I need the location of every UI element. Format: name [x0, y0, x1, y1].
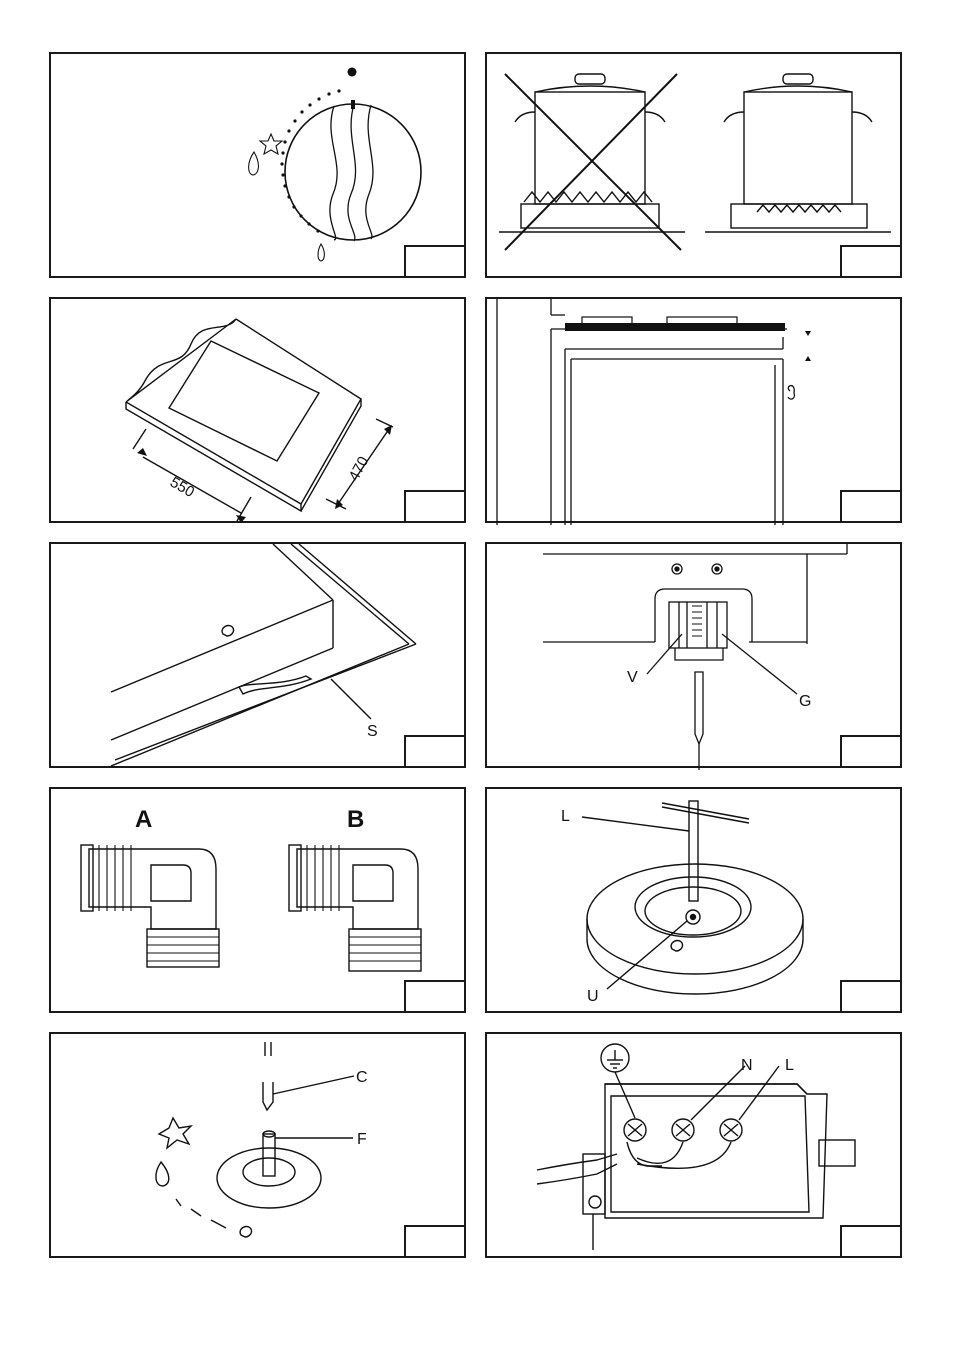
figure-number-box — [840, 735, 902, 768]
seal-label: S — [367, 723, 378, 740]
panel-cutout-dimensions: 550 470 — [49, 297, 466, 523]
shaft-label: F — [357, 1131, 367, 1148]
panel-terminal-wiring: N L — [485, 1032, 902, 1258]
figure-number-box — [404, 245, 466, 278]
screwdriver-label: C — [356, 1069, 368, 1086]
fitting-b-label: B — [347, 806, 364, 833]
neutral-label: N — [741, 1057, 753, 1074]
screw-label: V — [627, 669, 638, 686]
panel-seal: S — [49, 542, 466, 768]
figure-number-box — [840, 490, 902, 523]
width-dimension-label: 550 — [167, 474, 197, 501]
panel-fixing-bracket: V G — [485, 542, 902, 768]
nozzle-label: U — [587, 988, 599, 1005]
figure-number-box — [840, 245, 902, 278]
fitting-a-label: A — [135, 806, 152, 833]
figure-number-box — [404, 735, 466, 768]
figure-number-box — [404, 1225, 466, 1258]
panel-burner-nozzle: L U — [485, 787, 902, 1013]
figure-number-box — [840, 980, 902, 1013]
tool-label: L — [561, 808, 570, 825]
panel-cabinet-clearance — [485, 297, 902, 523]
figure-number-box — [840, 1225, 902, 1258]
live-label: L — [785, 1057, 794, 1074]
gasket-label: G — [799, 693, 811, 710]
panel-gas-fittings: A B — [49, 787, 466, 1013]
figure-number-box — [404, 980, 466, 1013]
panel-bypass-adjustment: C F — [49, 1032, 466, 1258]
panel-knob-positions — [49, 52, 466, 278]
panel-pot-size — [485, 52, 902, 278]
figure-number-box — [404, 490, 466, 523]
